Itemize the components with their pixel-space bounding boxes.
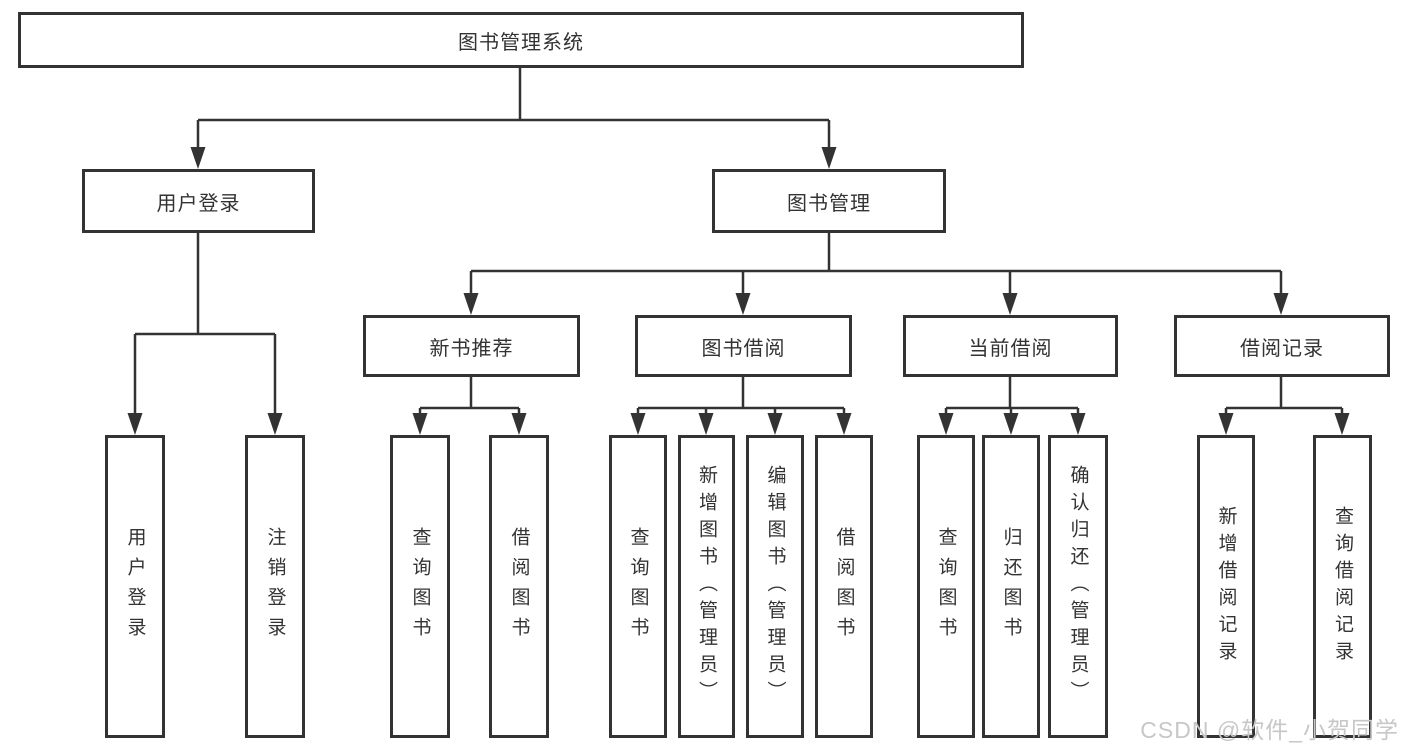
leaf-add-book-admin: 新增图书（管理员）: [678, 435, 735, 738]
leaf-query-books-3: 查询图书: [917, 435, 975, 738]
node-library-management-system: 图书管理系统: [18, 12, 1024, 68]
leaf-return-book: 归还图书: [982, 435, 1040, 738]
leaf-confirm-return-admin: 确认归还（管理员）: [1048, 435, 1108, 738]
leaf-query-books-1: 查询图书: [390, 435, 450, 738]
leaf-query-borrow-record: 查询借阅记录: [1313, 435, 1372, 738]
leaf-borrow-books-1: 借阅图书: [489, 435, 549, 738]
node-new-book-recommend: 新书推荐: [363, 315, 580, 377]
node-book-management: 图书管理: [712, 169, 946, 233]
leaf-add-borrow-record: 新增借阅记录: [1197, 435, 1255, 738]
leaf-logout: 注销登录: [245, 435, 305, 738]
node-current-borrowing: 当前借阅: [903, 315, 1118, 377]
node-book-borrowing: 图书借阅: [635, 315, 852, 377]
node-borrowing-records: 借阅记录: [1174, 315, 1390, 377]
arrowheads: [127, 147, 1350, 435]
node-user-login: 用户登录: [82, 169, 315, 233]
leaf-query-books-2: 查询图书: [609, 435, 667, 738]
leaf-user-login: 用户登录: [105, 435, 165, 738]
csdn-watermark: CSDN @软件_小贺同学: [1140, 717, 1399, 743]
leaf-borrow-books-2: 借阅图书: [815, 435, 873, 738]
leaf-edit-book-admin: 编辑图书（管理员）: [746, 435, 804, 738]
